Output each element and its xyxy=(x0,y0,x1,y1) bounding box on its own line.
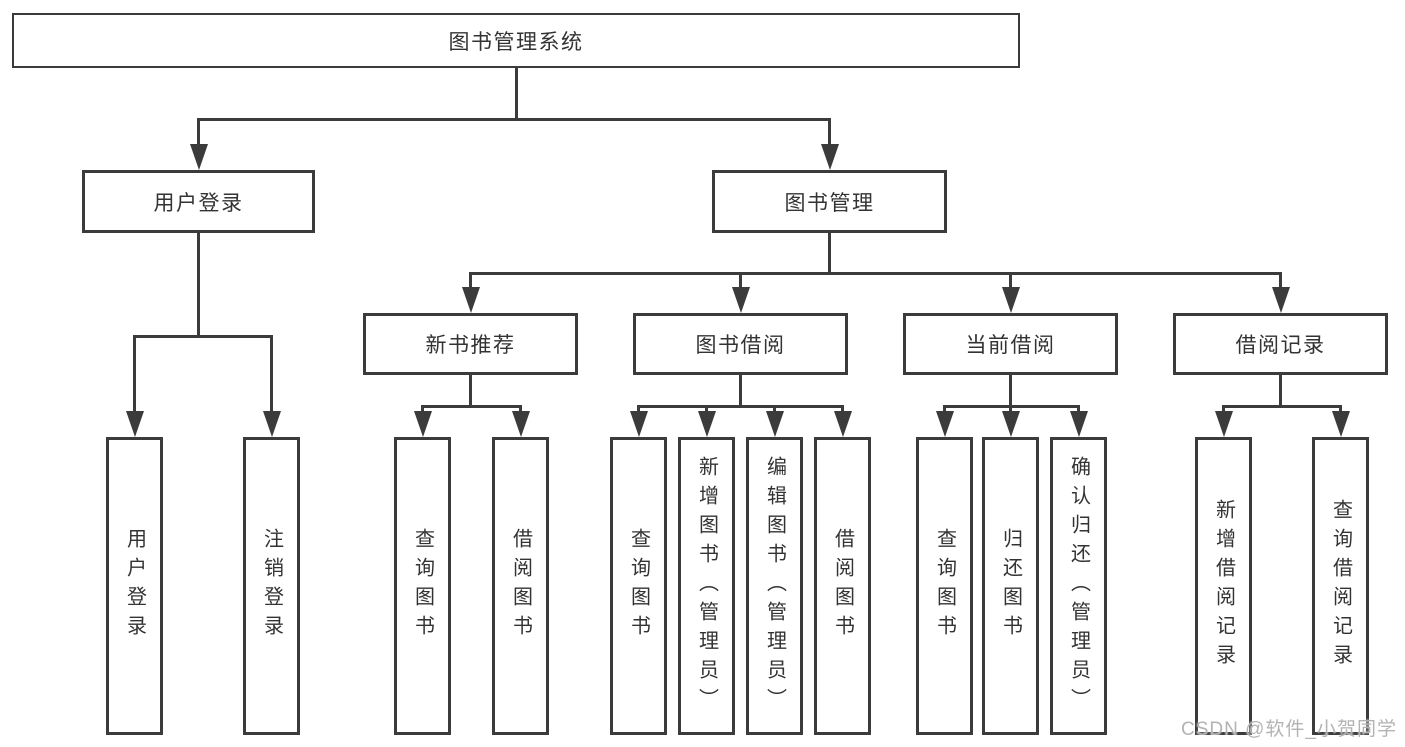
node-book-borrow: 图书借阅 xyxy=(633,313,848,375)
arrow-down-icon xyxy=(1001,411,1020,437)
connector-line xyxy=(739,272,742,295)
node-label-bb-add: 新增图书（管理员） xyxy=(695,455,718,717)
connector-line xyxy=(133,335,136,419)
node-label-new-books: 新书推荐 xyxy=(425,334,516,357)
node-bb-add: 新增图书（管理员） xyxy=(678,437,735,735)
node-label-login: 用户登录 xyxy=(123,528,146,644)
node-label-logout: 注销登录 xyxy=(260,528,283,644)
connector-line xyxy=(469,374,472,408)
node-label-cb-query: 查询图书 xyxy=(933,528,956,644)
node-label-bb-query: 查询图书 xyxy=(627,528,650,644)
arrow-down-icon xyxy=(935,411,954,437)
arrow-down-icon xyxy=(125,411,144,437)
node-label-bb-borrow: 借阅图书 xyxy=(831,528,854,644)
connector-line xyxy=(1279,272,1282,295)
arrow-down-icon xyxy=(765,411,784,437)
connector-line xyxy=(469,272,472,295)
node-label-current-borrow: 当前借阅 xyxy=(965,334,1056,357)
node-current-borrow: 当前借阅 xyxy=(903,313,1118,375)
node-label-bb-edit: 编辑图书（管理员） xyxy=(763,455,786,717)
node-cb-confirm: 确认归还（管理员） xyxy=(1050,437,1107,735)
arrow-down-icon xyxy=(1271,287,1290,313)
node-login: 用户登录 xyxy=(106,437,163,735)
connector-line xyxy=(828,232,831,275)
arrow-down-icon xyxy=(1069,411,1088,437)
arrow-down-icon xyxy=(629,411,648,437)
node-root: 图书管理系统 xyxy=(12,13,1020,68)
connector-line xyxy=(133,335,273,338)
node-book-mgmt: 图书管理 xyxy=(712,170,947,233)
watermark: CSDN @软件_小贺同学 xyxy=(1181,719,1397,740)
node-label-nb-query: 查询图书 xyxy=(411,528,434,644)
node-label-br-add: 新增借阅记录 xyxy=(1212,499,1235,673)
arrow-down-icon xyxy=(413,411,432,437)
connector-line xyxy=(197,118,200,152)
node-label-cb-confirm: 确认归还（管理员） xyxy=(1067,455,1090,717)
connector-line xyxy=(1222,405,1342,408)
arrow-down-icon xyxy=(189,144,208,170)
connector-line xyxy=(270,335,273,419)
connector-line xyxy=(739,374,742,408)
connector-line xyxy=(197,118,831,121)
node-label-nb-borrow: 借阅图书 xyxy=(509,528,532,644)
node-new-books: 新书推荐 xyxy=(363,313,578,375)
arrow-down-icon xyxy=(262,411,281,437)
node-cb-query: 查询图书 xyxy=(916,437,973,735)
arrow-down-icon xyxy=(1001,287,1020,313)
arrow-down-icon xyxy=(511,411,530,437)
connector-line xyxy=(828,118,831,152)
arrow-down-icon xyxy=(820,144,839,170)
node-user-login: 用户登录 xyxy=(82,170,315,233)
node-nb-query: 查询图书 xyxy=(394,437,451,735)
arrow-down-icon xyxy=(697,411,716,437)
connector-line xyxy=(469,272,1282,275)
node-br-query: 查询借阅记录 xyxy=(1312,437,1369,735)
node-nb-borrow: 借阅图书 xyxy=(492,437,549,735)
node-logout: 注销登录 xyxy=(243,437,300,735)
node-bb-edit: 编辑图书（管理员） xyxy=(746,437,803,735)
arrow-down-icon xyxy=(1214,411,1233,437)
connector-line xyxy=(514,67,518,121)
node-borrow-records: 借阅记录 xyxy=(1173,313,1388,375)
node-label-cb-return: 归还图书 xyxy=(999,528,1022,644)
node-cb-return: 归还图书 xyxy=(982,437,1039,735)
node-bb-borrow: 借阅图书 xyxy=(814,437,871,735)
node-label-root: 图书管理系统 xyxy=(448,30,584,54)
node-label-borrow-records: 借阅记录 xyxy=(1235,334,1326,357)
node-label-br-query: 查询借阅记录 xyxy=(1329,499,1352,673)
arrow-down-icon xyxy=(1331,411,1350,437)
connector-line xyxy=(1279,374,1282,408)
node-label-user-login: 用户登录 xyxy=(153,191,244,215)
node-br-add: 新增借阅记录 xyxy=(1195,437,1252,735)
node-label-book-borrow: 图书借阅 xyxy=(695,334,786,357)
connector-line xyxy=(1009,374,1012,408)
connector-line xyxy=(197,232,200,338)
node-bb-query: 查询图书 xyxy=(610,437,667,735)
node-label-book-mgmt: 图书管理 xyxy=(784,191,875,215)
arrow-down-icon xyxy=(461,287,480,313)
connector-line xyxy=(421,405,522,408)
arrow-down-icon xyxy=(731,287,750,313)
connector-line xyxy=(637,405,844,408)
arrow-down-icon xyxy=(833,411,852,437)
connector-line xyxy=(1009,272,1012,295)
